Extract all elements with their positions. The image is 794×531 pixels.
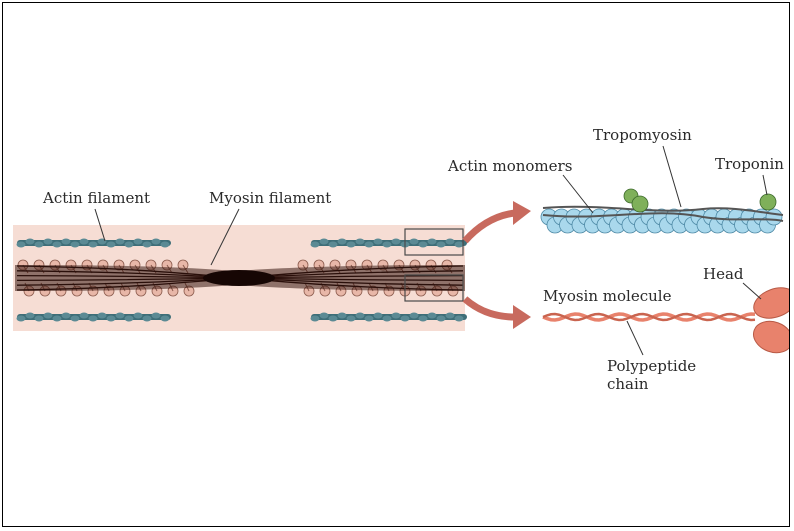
label-myosin-molecule: Myosin molecule: [543, 287, 672, 305]
myosin-head-1: [750, 282, 789, 323]
leader-head: [743, 283, 761, 299]
arrow-head-myosin: [513, 305, 531, 329]
label-troponin: Troponin: [715, 155, 784, 173]
arrow-to-myosin-detail: [465, 299, 515, 317]
arrow-head-actin: [513, 201, 531, 225]
troponin-complex-2: [760, 194, 776, 210]
label-tropomyosin: Tropomyosin: [593, 126, 692, 144]
leader-tropomyosin: [663, 146, 681, 207]
label-myosin-filament: Myosin filament: [209, 189, 331, 207]
label-head: Head: [703, 265, 744, 283]
label-polypeptide-line1: Polypeptide: [607, 357, 696, 375]
label-actin-monomers: Actin monomers: [447, 157, 572, 175]
myosin-head-2: [749, 316, 789, 358]
leader-polypeptide: [627, 321, 643, 355]
arrow-to-actin-detail: [465, 213, 515, 241]
muscle-filament-diagram: Actin filament Myosin filament Actin mon…: [3, 3, 789, 526]
label-polypeptide-line2: chain: [607, 375, 649, 393]
leader-troponin: [763, 175, 767, 195]
myosin-bare-zone: [203, 270, 275, 286]
label-actin-filament: Actin filament: [42, 189, 150, 207]
